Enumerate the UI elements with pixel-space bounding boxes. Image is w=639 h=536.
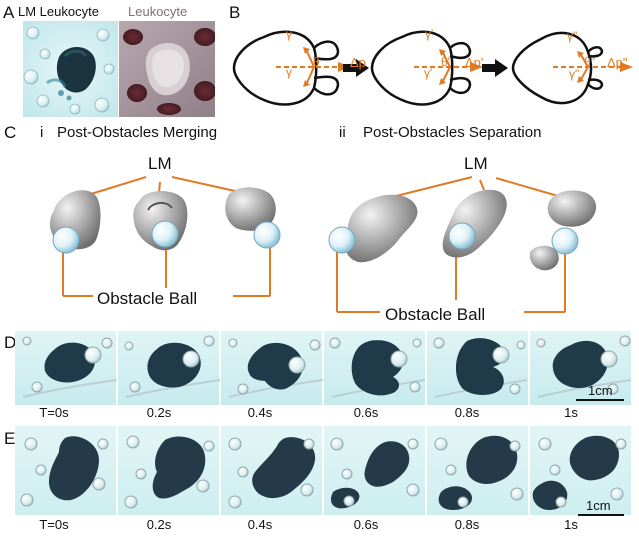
panel-b-gamma-prime-top: γ' (425, 27, 434, 41)
panel-d-time-4: 0.8s (454, 405, 480, 420)
panel-d-time-3: 0.6s (353, 405, 379, 420)
panel-d-time-0: T=0s (39, 405, 69, 420)
panel-a-right-label: Leukocyte (128, 4, 188, 19)
panel-c-illustration (20, 144, 630, 320)
panel-a-left-label: LM Leukocyte (18, 4, 99, 19)
panel-b-gamma-top-1: γ (286, 27, 292, 41)
panel-e-time-5: 1s (564, 517, 578, 532)
panel-b-theta-prime: θ' (441, 55, 450, 69)
panel-c-ii-obstacle-label: Obstacle Ball (381, 305, 490, 325)
panel-b-theta-1: θ (313, 55, 320, 69)
panel-e-scale-bar (578, 514, 624, 516)
panel-b-gamma-double-prime-bottom: γ" (569, 67, 580, 81)
panel-b-theta-double-prime: θ" (584, 55, 595, 69)
panel-d-strip (15, 331, 639, 405)
panel-a-lm-image (23, 21, 118, 117)
panel-d-time-5: 1s (564, 405, 578, 420)
panel-c-i-numeral: i (40, 124, 44, 141)
panel-c-i-obstacle-label: Obstacle Ball (93, 289, 202, 309)
panel-c-i-lm-label: LM (148, 154, 172, 173)
panel-d-time-2: 0.4s (247, 405, 273, 420)
panel-c-letter: C (4, 123, 17, 142)
panel-e-time-0: T=0s (39, 517, 69, 532)
panel-d-scale-label: 1cm (588, 383, 613, 398)
panel-c-ii-lm-label: LM (464, 154, 488, 173)
panel-b-delta-p-1: Δp (350, 55, 366, 70)
panel-b-letter: B (229, 3, 241, 22)
panel-c-ii-title: Post-Obstacles Separation (363, 124, 542, 141)
panel-b-gamma-prime-bottom: γ' (424, 66, 433, 80)
panel-e-letter: E (4, 429, 16, 448)
panel-a-leukocyte-image (119, 21, 216, 117)
panel-e-time-4: 0.8s (454, 517, 480, 532)
panel-d-letter: D (4, 333, 17, 352)
panel-e-strip (15, 426, 639, 515)
panel-d-time-1: 0.2s (146, 405, 172, 420)
panel-b-delta-p-prime: Δp' (465, 55, 484, 70)
panel-b-gamma-bottom-1: γ (286, 65, 292, 79)
panel-e-scale-label: 1cm (586, 498, 611, 513)
panel-b-gamma-double-prime-top: γ" (567, 29, 578, 43)
panel-c-i-title: Post-Obstacles Merging (57, 124, 218, 141)
panel-a-letter: A (3, 3, 15, 22)
panel-b-diagram (230, 18, 636, 118)
panel-d-scale-bar (576, 399, 624, 401)
panel-e-time-3: 0.6s (353, 517, 379, 532)
panel-e-time-1: 0.2s (146, 517, 172, 532)
panel-e-time-2: 0.4s (247, 517, 273, 532)
panel-b-delta-p-double-prime: Δp" (607, 55, 628, 70)
panel-c-ii-numeral: ii (339, 124, 346, 141)
